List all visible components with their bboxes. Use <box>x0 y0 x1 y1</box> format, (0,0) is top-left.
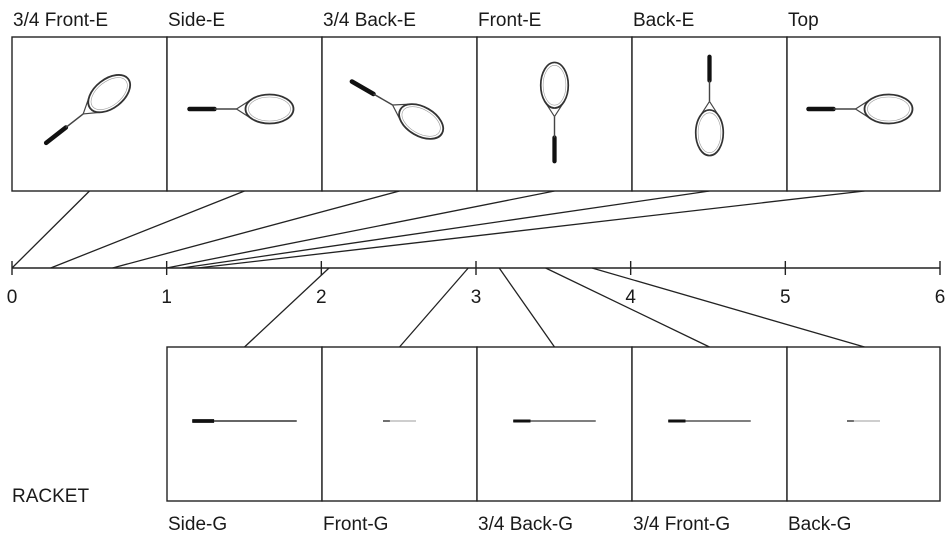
panel-frame <box>321 346 478 502</box>
axis-tick-label: 4 <box>625 287 636 308</box>
axis-tick-label: 5 <box>780 287 791 308</box>
bottom-view-panels: Side-G Front-G 3/4 Back-G 3/4 Front-G Back-G <box>166 346 941 535</box>
connector-line <box>399 267 469 348</box>
top-view-label: Back-E <box>633 10 694 31</box>
connector-line <box>112 190 400 269</box>
panel-frame <box>476 346 633 502</box>
connector-line <box>166 190 555 269</box>
panel-frame <box>166 346 323 502</box>
connector-lines <box>11 190 865 348</box>
panel-frame <box>631 346 788 502</box>
bottom-view-panel: Side-G <box>166 346 323 535</box>
connector-line <box>50 190 245 269</box>
top-view-panel: Top <box>786 10 941 192</box>
connector-line <box>182 190 710 269</box>
bottom-view-label: Back-G <box>788 514 851 535</box>
top-view-panel: Front-E <box>476 10 633 192</box>
top-view-label: 3/4 Front-E <box>13 10 108 31</box>
axis-tick-label: 2 <box>316 287 327 308</box>
connector-line <box>498 267 556 348</box>
bottom-view-label: Front-G <box>323 514 388 535</box>
top-view-panels: 3/4 Front-E Side-E 3/4 Back-E Front-E Back-E… <box>11 10 941 192</box>
top-view-panel: Back-E <box>631 10 788 192</box>
racket-icon <box>694 54 725 157</box>
axis-tick-label: 3 <box>471 287 482 308</box>
axis-tick-label: 1 <box>161 287 172 308</box>
bottom-view-label: Side-G <box>168 514 227 535</box>
racket-icon <box>43 74 132 146</box>
racket-icon <box>806 93 914 125</box>
racket-icon <box>539 61 570 164</box>
top-view-panel: Side-E <box>166 10 323 192</box>
connector-line <box>545 267 710 348</box>
bottom-view-panel: 3/4 Front-G <box>631 346 788 535</box>
top-view-label: Side-E <box>168 10 225 31</box>
panel-frame <box>11 36 168 192</box>
connector-line <box>244 267 330 348</box>
axis-tick-label: 0 <box>7 287 18 308</box>
bottom-view-label: 3/4 Front-G <box>633 514 730 535</box>
top-view-panel: 3/4 Front-E <box>11 10 168 192</box>
axis-tick-label: 6 <box>935 287 946 308</box>
connector-line <box>11 190 90 269</box>
panel-frame <box>476 36 633 192</box>
connector-line <box>591 267 865 348</box>
top-view-label: 3/4 Back-E <box>323 10 416 31</box>
bottom-view-label: 3/4 Back-G <box>478 514 573 535</box>
object-label: RACKET <box>12 486 89 507</box>
bottom-view-panel: Back-G <box>786 346 941 535</box>
panel-frame <box>786 346 941 502</box>
bottom-view-panel: 3/4 Back-G <box>476 346 633 535</box>
top-view-label: Front-E <box>478 10 541 31</box>
top-view-panel: 3/4 Back-E <box>321 10 478 192</box>
top-view-label: Top <box>788 10 819 31</box>
distance-axis: 0 1 2 3 4 5 6 <box>7 261 946 308</box>
connector-line <box>197 190 865 269</box>
racket-icon <box>349 79 445 140</box>
bottom-view-panel: Front-G <box>321 346 478 535</box>
racket-icon <box>187 93 295 125</box>
